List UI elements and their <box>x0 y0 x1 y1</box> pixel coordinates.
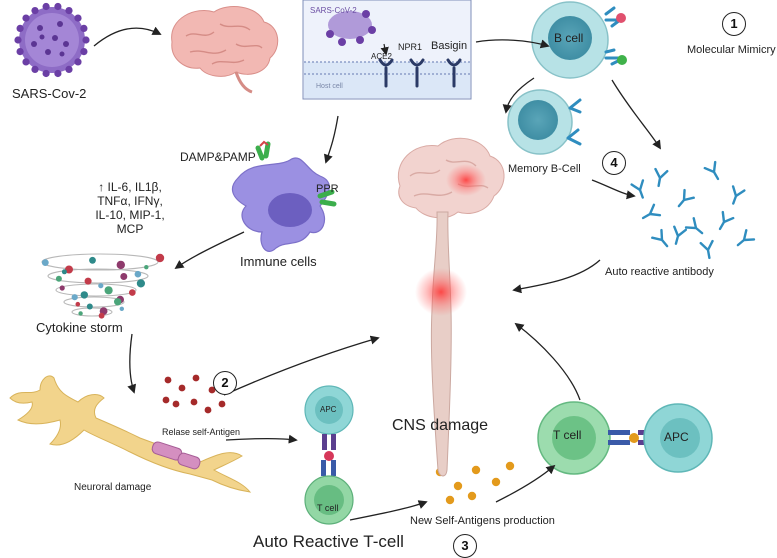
immune-cells-label: Immune cells <box>240 254 317 269</box>
b-cell-label: B cell <box>554 31 583 45</box>
apc-right-label: APC <box>664 430 689 444</box>
cns-damage-label: CNS damage <box>392 417 488 435</box>
basigin-label: Basigin <box>431 40 467 52</box>
host-cell-label: Host cell <box>316 83 343 90</box>
synapse-receptor <box>321 434 336 476</box>
sars-cov-2-label: SARS-Cov-2 <box>12 86 86 101</box>
molecular-mimicry-label: Molecular Mimicry <box>687 44 776 56</box>
sars-cov-2-virus-icon <box>14 3 89 77</box>
damp-pamp-label: DAMP&PAMP <box>180 150 256 164</box>
cytokine-list: ↑ IL-6, IL1β, TNFα, IFNγ, IL-10, MIP-1, … <box>70 180 190 236</box>
t-cell-label: T cell <box>317 503 338 513</box>
cytokine-storm-label: Cytokine storm <box>36 320 123 335</box>
auto-reactive-t-cell-label: Auto Reactive T-cell <box>253 532 404 552</box>
cns-brain-icon <box>398 138 504 218</box>
brain-icon <box>172 7 278 92</box>
apc-label: APC <box>320 405 336 414</box>
marker-4: 4 <box>602 151 626 175</box>
marker-1: 1 <box>722 12 746 36</box>
marker-2: 2 <box>213 371 237 395</box>
npr1-label: NPR1 <box>398 42 422 52</box>
marker-3: 3 <box>453 534 477 558</box>
ace2-label: ACE2 <box>371 52 392 61</box>
release-antigen-label: Relase self-Antigen <box>162 427 240 437</box>
cytokine-storm-icon <box>42 254 164 319</box>
neuronal-damage-label: Neuroral damage <box>74 482 151 493</box>
inset-virus-label: SARS-CoV-2 <box>310 6 357 15</box>
auto-antibody-label: Auto reactive antibody <box>605 266 714 278</box>
memory-b-cell-label: Memory B-Cell <box>508 163 581 175</box>
spinal-cord-icon <box>415 212 467 476</box>
auto-reactive-antibodies <box>632 162 754 259</box>
t-cell-right-label: T cell <box>553 428 581 442</box>
t-cell-icon <box>305 476 353 524</box>
ppr-label: PPR <box>316 183 339 195</box>
new-antigens-label: New Self-Antigens production <box>410 515 555 527</box>
memory-b-cell-icon <box>508 90 580 154</box>
